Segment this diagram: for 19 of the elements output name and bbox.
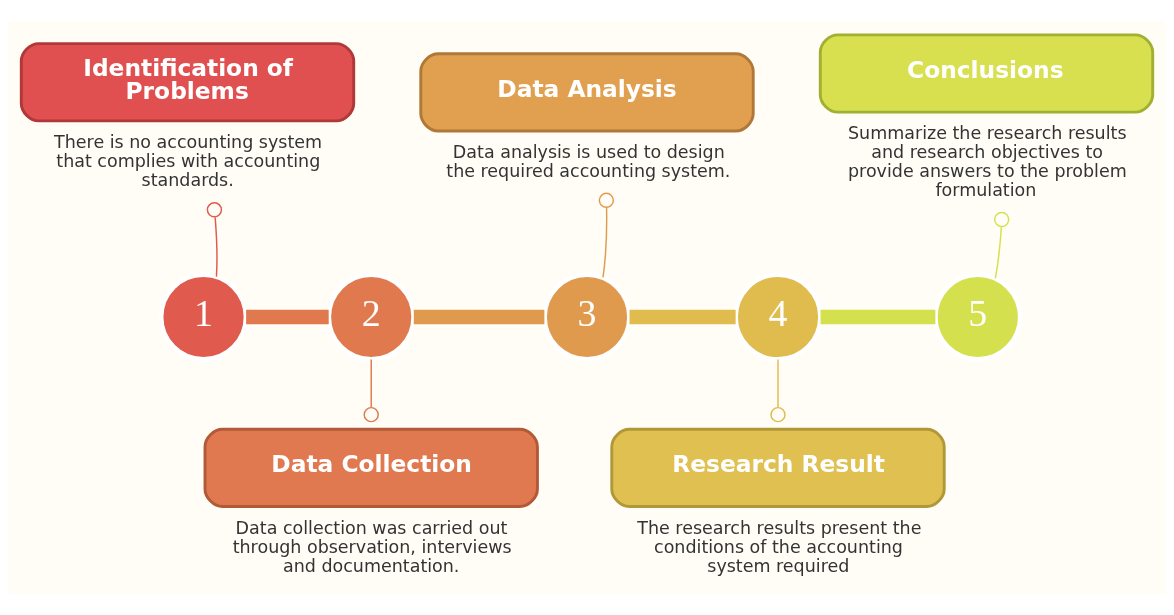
connector bbox=[598, 192, 615, 279]
node-label: Data analysis is used to design the required accounting system. bbox=[446, 142, 731, 182]
node-circle: 3 bbox=[542, 272, 632, 362]
connector bbox=[206, 202, 223, 278]
connector bbox=[629, 309, 736, 325]
connector bbox=[413, 309, 545, 325]
node-circle: 1 bbox=[159, 272, 248, 362]
node-label: Summarize the research results and research objectives to provide answers to the problem formulation bbox=[847, 123, 1127, 201]
connector bbox=[246, 309, 329, 325]
node-circle: 2 bbox=[326, 272, 416, 362]
connector bbox=[770, 358, 786, 423]
connector bbox=[363, 358, 379, 423]
node-label: The research results present the conditions of the accounting system required bbox=[637, 517, 922, 576]
node-label: There is no accounting system that complies with accounting standards. bbox=[54, 131, 323, 190]
node-label: Data collection was carried out through observation, interviews and documentation. bbox=[232, 517, 512, 576]
node-circle: 4 bbox=[733, 272, 823, 362]
node-circle: 5 bbox=[933, 272, 1023, 362]
connector bbox=[993, 211, 1010, 279]
connector bbox=[820, 309, 936, 325]
